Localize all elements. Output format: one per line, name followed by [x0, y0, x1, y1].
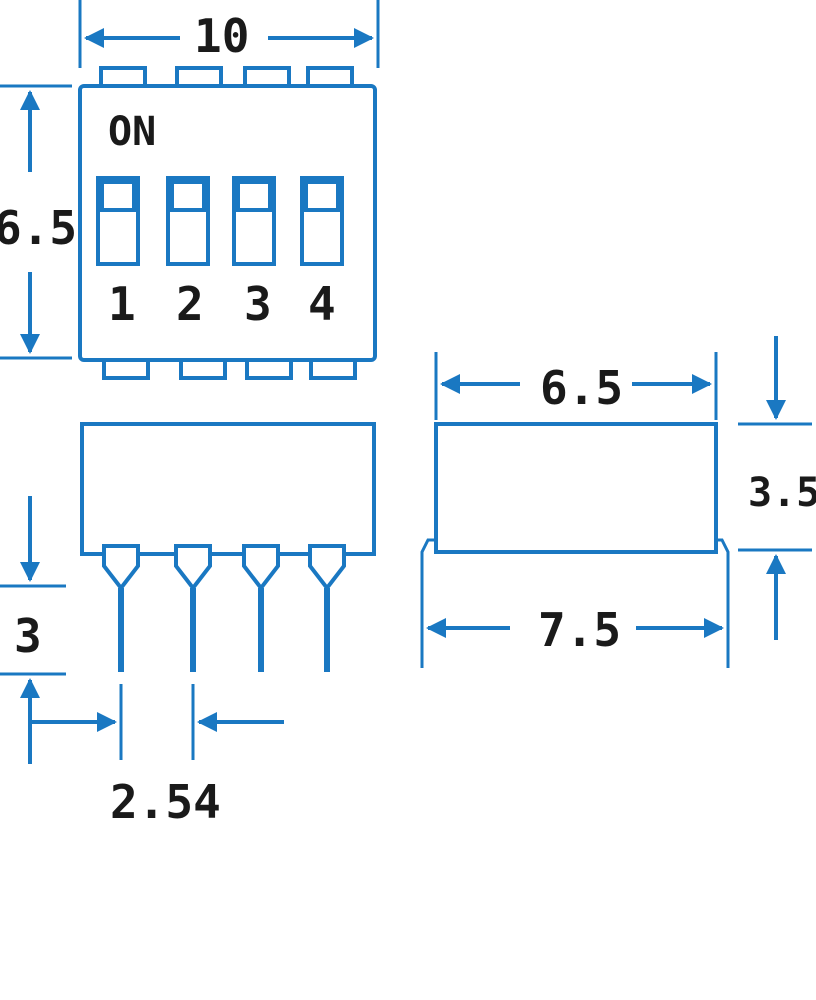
switch-actuator — [170, 180, 206, 212]
lead-span-label: 7.5 — [538, 603, 621, 657]
switch-actuator — [304, 180, 340, 212]
lead — [242, 544, 280, 672]
switch-3 — [232, 176, 276, 266]
lead-span-dimension: 7.5 — [426, 603, 724, 657]
on-label: ON — [108, 109, 156, 155]
lead — [102, 544, 140, 672]
lead-length-dimension: 3 — [0, 496, 66, 764]
lead — [308, 544, 346, 672]
height-dimension-label: 6.5 — [0, 201, 77, 255]
switch-actuator — [236, 180, 272, 212]
switch-actuator — [100, 180, 136, 212]
switch-body-top — [78, 84, 377, 362]
side-width-label: 6.5 — [540, 361, 623, 415]
width-dimension-label: 10 — [194, 9, 249, 63]
switch-number: 4 — [308, 277, 336, 331]
front-view: 3 2.54 — [0, 422, 376, 829]
switch-body-front — [80, 422, 376, 556]
top-pin-tab — [243, 66, 291, 88]
side-width-dimension: 6.5 — [434, 352, 718, 420]
switch-body-side — [434, 422, 718, 554]
lead — [174, 544, 212, 672]
switch-number: 2 — [176, 277, 204, 331]
top-pin-tab — [175, 66, 223, 88]
top-pin-tab — [99, 66, 147, 88]
switch-4 — [300, 176, 344, 266]
switch-number: 1 — [108, 277, 136, 331]
bottom-pin-tab — [179, 358, 227, 380]
lead-bend — [420, 538, 436, 668]
switch-1 — [96, 176, 140, 266]
side-height-dimension: 3.5 — [738, 336, 816, 640]
top-pin-tab — [306, 66, 354, 88]
lead-length-label: 3 — [14, 609, 42, 663]
width-dimension: 10 — [78, 0, 380, 68]
bottom-pin-tab — [245, 358, 293, 380]
side-view: 6.5 3.5 7.5 — [420, 336, 816, 668]
switch-2 — [166, 176, 210, 266]
bottom-pin-tab — [309, 358, 357, 380]
lead-bend — [716, 538, 730, 668]
top-view: ON 1 2 3 4 10 — [0, 0, 380, 380]
bottom-pin-tab — [102, 358, 150, 380]
height-dimension: 6.5 — [0, 84, 77, 360]
pitch-dimension: 2.54 — [32, 684, 284, 829]
pitch-label: 2.54 — [110, 775, 221, 829]
switch-number: 3 — [244, 277, 272, 331]
side-height-label: 3.5 — [748, 470, 816, 516]
